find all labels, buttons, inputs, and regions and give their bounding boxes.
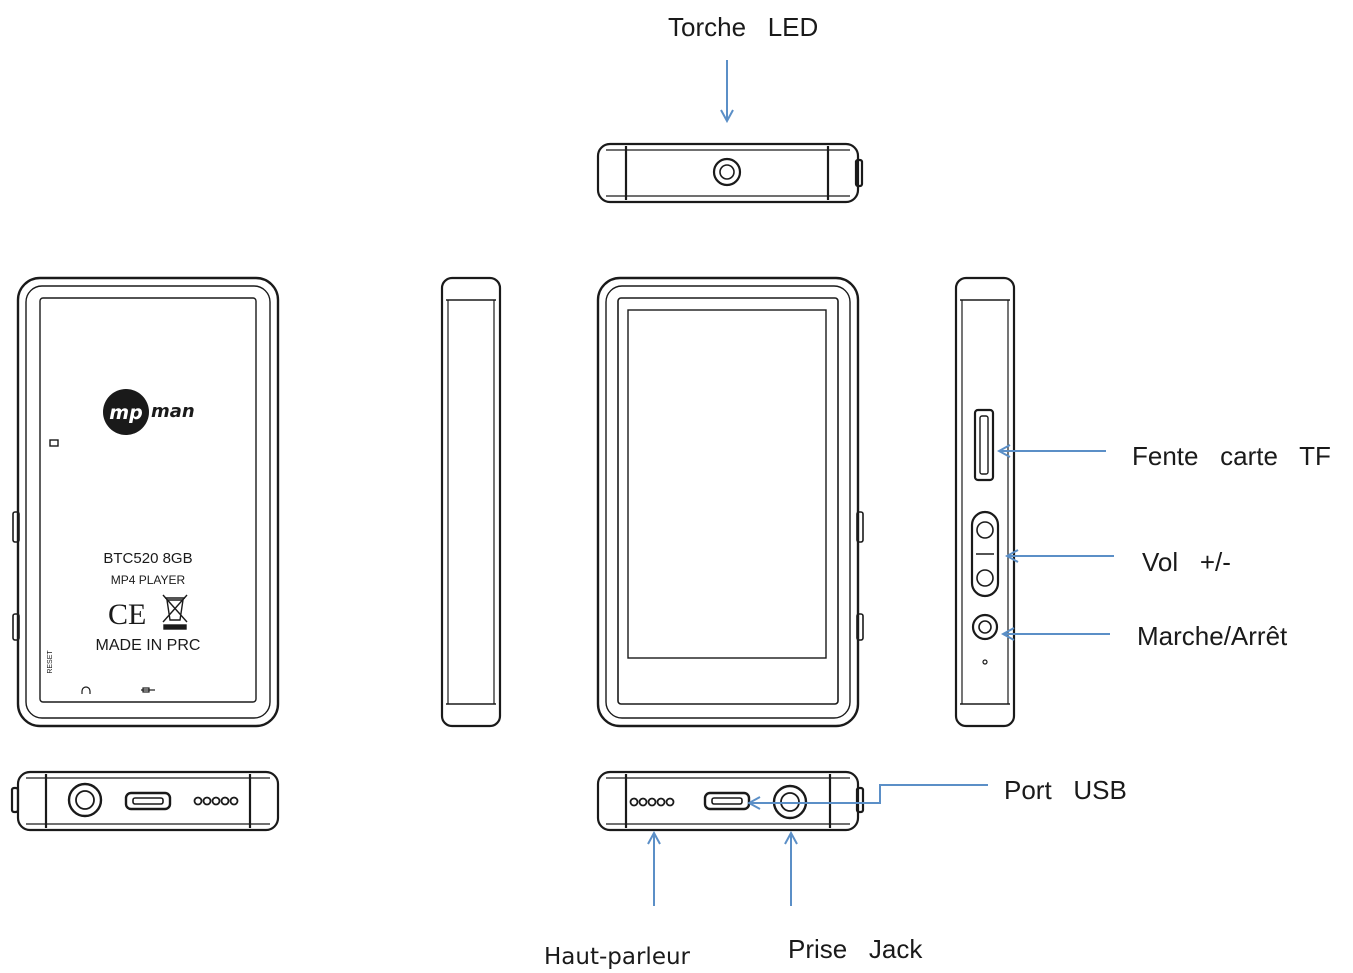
back-port-icons bbox=[81, 686, 155, 694]
brand-logo-man: man bbox=[151, 401, 195, 422]
brand-logo-icon bbox=[103, 389, 149, 435]
volume-rocker-icon bbox=[970, 510, 1000, 598]
usb-port-icon-left bbox=[124, 791, 172, 811]
top-view bbox=[596, 142, 864, 204]
jack-icon-left bbox=[67, 782, 103, 818]
weee-bin-icon bbox=[162, 594, 188, 630]
label-volume: Vol +/- bbox=[1142, 547, 1231, 577]
bottom-view-right bbox=[596, 770, 865, 832]
tf-card-slot-icon bbox=[973, 408, 995, 482]
label-speaker: Haut-parleur bbox=[544, 944, 691, 970]
side-view-right bbox=[954, 276, 1016, 728]
back-view bbox=[12, 276, 280, 728]
model-name: BTC520 8GB bbox=[103, 550, 192, 567]
torch-led-icon bbox=[712, 157, 742, 187]
ce-mark: CE bbox=[108, 598, 146, 631]
label-usb-port: Port USB bbox=[1004, 775, 1127, 805]
speaker-holes-right bbox=[629, 797, 675, 807]
speaker-holes-left bbox=[193, 796, 239, 806]
arrow-usb-port bbox=[750, 784, 988, 803]
side-view-left bbox=[440, 276, 502, 728]
reset-label: RESET bbox=[47, 650, 54, 674]
bottom-view-left bbox=[10, 770, 280, 832]
label-torch-led: Torche LED bbox=[668, 12, 819, 42]
label-jack: Prise Jack bbox=[788, 934, 923, 964]
brand-logo-mp: mp bbox=[109, 402, 142, 424]
product-name: MP4 PLAYER bbox=[111, 573, 186, 587]
label-power: Marche/Arrêt bbox=[1137, 621, 1288, 651]
power-button-icon bbox=[971, 613, 999, 665]
made-in-label: MADE IN PRC bbox=[96, 637, 201, 654]
usb-port-icon-right bbox=[703, 791, 751, 811]
front-view bbox=[596, 276, 864, 728]
label-tf-slot: Fente carte TF bbox=[1132, 443, 1331, 469]
